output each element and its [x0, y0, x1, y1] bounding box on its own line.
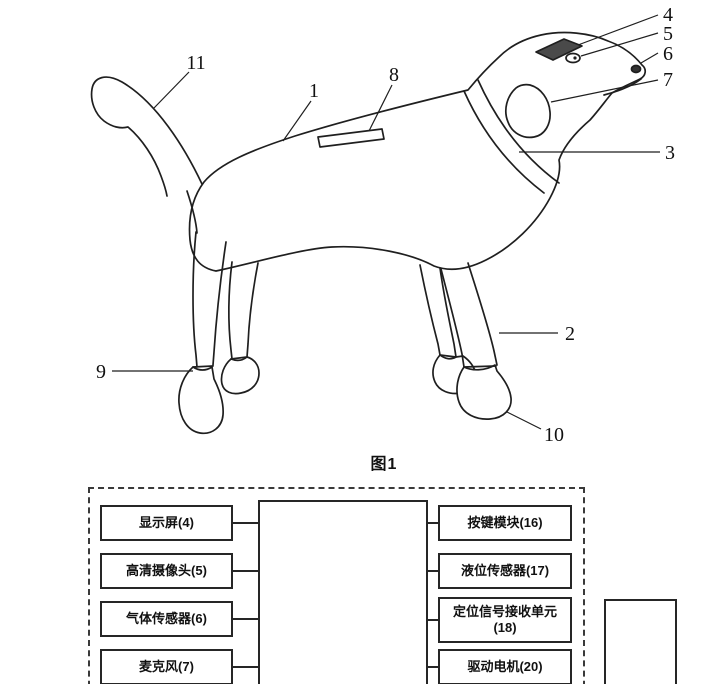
dog-eye [565, 52, 581, 64]
label-8: 8 [389, 64, 399, 86]
label-1: 1 [309, 80, 319, 102]
leader-5 [580, 32, 659, 57]
module-positioning-receiver: 定位信号接收单元(18) [438, 597, 572, 643]
leader-1 [282, 100, 312, 142]
label-11: 11 [186, 52, 205, 74]
module-drive-motor: 驱动电机(20) [438, 649, 572, 684]
block-diagram-frame [88, 487, 585, 684]
dog-hind-boot-far [178, 366, 224, 435]
dog-tail [90, 76, 203, 197]
module-display-screen-label: 显示屏(4) [139, 514, 194, 530]
connector-left-row2 [233, 570, 258, 572]
dog-front-ankle-line-near [463, 365, 497, 368]
dog-line-drawing: 4 5 6 7 3 1 8 11 9 2 10 [90, 4, 675, 446]
outer-side-box [604, 599, 677, 684]
dog-collar-line-2 [477, 79, 560, 184]
label-10: 10 [544, 424, 564, 446]
leader-10 [506, 411, 542, 430]
label-7: 7 [663, 69, 673, 91]
module-display-screen: 显示屏(4) [100, 505, 233, 541]
dog-tail-base-crease [186, 190, 198, 234]
dog-collar-line-1 [463, 90, 545, 194]
module-hd-camera-label: 高清摄像头(5) [126, 562, 207, 578]
dog-nose [630, 64, 642, 74]
dog-front-boot-near [456, 364, 512, 420]
module-microphone-label: 麦克风(7) [139, 658, 194, 674]
connector-right-row2 [428, 570, 438, 572]
label-6: 6 [663, 43, 673, 65]
module-positioning-receiver-label: 定位信号接收单元(18) [452, 603, 557, 635]
dog-front-ankle-line-far [439, 354, 457, 358]
leader-4 [577, 14, 659, 46]
dog-eye-pupil [573, 56, 577, 60]
leader-6 [640, 52, 659, 64]
dog-ear [505, 83, 551, 139]
module-drive-motor-label: 驱动电机(20) [467, 658, 543, 674]
dog-hind-boot-near [220, 356, 260, 395]
dog-front-leg-far-back-edge [419, 264, 441, 356]
dog-hind-ankle-line-near [230, 356, 248, 360]
figure-caption: 图1 [370, 456, 398, 473]
reference-numerals: 4 5 6 7 3 1 8 11 9 2 10 [96, 4, 675, 446]
dog-hind-leg-near [228, 261, 233, 360]
dog-front-leg-near [467, 262, 498, 366]
leader-lines [112, 14, 660, 430]
back-device [317, 128, 385, 148]
module-microphone: 麦克风(7) [100, 649, 233, 684]
dog-hind-leg-far [192, 231, 198, 368]
module-button: 按键模块(16) [438, 505, 572, 541]
label-3: 3 [665, 142, 675, 164]
connector-right-row4 [428, 666, 438, 668]
central-controller-box [258, 500, 428, 684]
dog-hind-ankle-line-far [192, 365, 214, 368]
dog-mouth-line [603, 78, 642, 96]
dog-hind-leg-far-front-edge [212, 241, 227, 366]
module-liquid-level-sensor: 液位传感器(17) [438, 553, 572, 589]
connector-left-row1 [233, 522, 258, 524]
label-4: 4 [663, 4, 673, 26]
dog-hind-leg-near-front-edge [246, 262, 259, 358]
module-button-label: 按键模块(16) [467, 514, 543, 530]
dog-front-leg-far [439, 267, 457, 358]
module-gas-sensor: 气体传感器(6) [100, 601, 233, 637]
module-liquid-level-sensor-label: 液位传感器(17) [460, 562, 550, 578]
label-5: 5 [663, 23, 673, 45]
connector-left-row4 [233, 666, 258, 668]
dog-front-leg-near-back-edge [440, 268, 465, 368]
connector-right-row1 [428, 522, 438, 524]
leader-7 [550, 79, 659, 103]
connector-left-row3 [233, 618, 258, 620]
label-9: 9 [96, 361, 106, 383]
leader-8 [368, 84, 393, 132]
module-gas-sensor-label: 气体传感器(6) [126, 610, 207, 626]
module-hd-camera: 高清摄像头(5) [100, 553, 233, 589]
head-device-patch [535, 38, 583, 61]
label-2: 2 [565, 323, 575, 345]
leader-11 [153, 71, 190, 109]
connector-right-row3 [428, 619, 438, 621]
